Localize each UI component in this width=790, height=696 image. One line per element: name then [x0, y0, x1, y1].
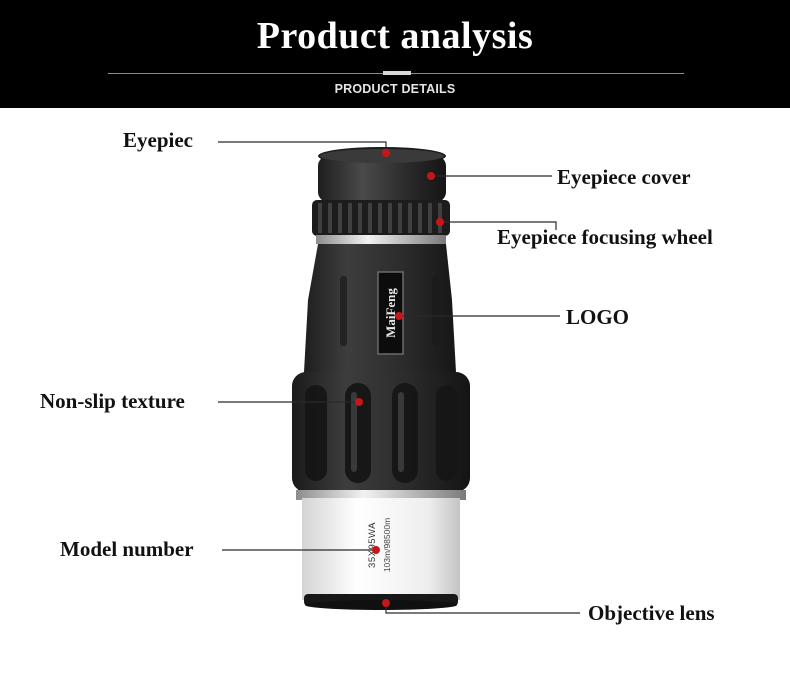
marker-eyepiece-cover: [427, 172, 435, 180]
model-text-line2: 103m/98500m: [382, 518, 392, 572]
eyepiece-focusing-wheel: [312, 200, 450, 244]
marker-model-number: [372, 546, 380, 554]
marker-non-slip: [355, 398, 363, 406]
callout-markers: [355, 149, 444, 607]
leader-focusing-wheel: [440, 221, 557, 230]
label-eyepiece: Eyepiec: [123, 128, 193, 152]
marker-focusing-wheel: [436, 218, 444, 226]
leader-eyepiece: [218, 141, 387, 152]
marker-objective-lens: [382, 599, 390, 607]
label-logo: LOGO: [566, 305, 630, 329]
label-eyepiece-cover: Eyepiece cover: [557, 165, 691, 189]
eyepiece-cover: [318, 147, 446, 202]
page-title: Product analysis: [256, 15, 534, 57]
objective-barrel: 35X95WA 103m/98500m: [302, 498, 460, 610]
header-divider-notch: [383, 71, 411, 75]
header-banner: Product analysis PRODUCT DETAILS: [0, 0, 790, 108]
silver-ring: [296, 490, 466, 500]
label-objective-lens: Objective lens: [588, 601, 715, 625]
page-subtitle: PRODUCT DETAILS: [334, 82, 456, 96]
marker-eyepiece: [382, 149, 390, 157]
model-text-line1: 35X95WA: [367, 522, 378, 568]
marker-logo: [395, 312, 403, 320]
label-model-number: Model number: [60, 537, 194, 561]
label-non-slip: Non-slip texture: [40, 389, 185, 413]
logo-text: MaiFeng: [383, 288, 398, 338]
label-focusing-wheel: Eyepiece focusing wheel: [497, 225, 713, 249]
monocular-body: [292, 244, 470, 492]
